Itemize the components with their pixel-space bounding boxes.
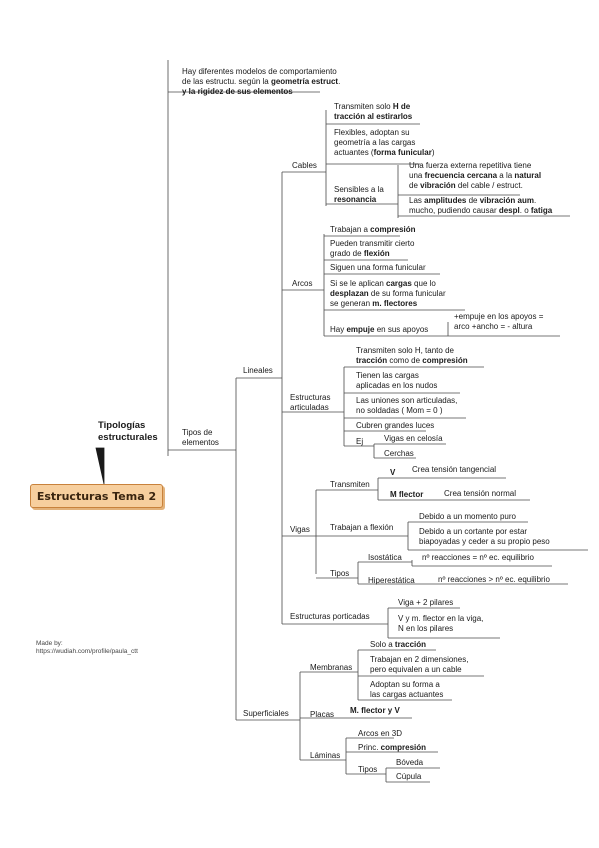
vigas-transmiten[interactable]: Transmiten bbox=[330, 480, 370, 489]
node-intro[interactable]: Hay diferentes modelos de comportamiento… bbox=[182, 67, 341, 96]
membranas-dimensiones[interactable]: Trabajan en 2 dimensiones, pero equivale… bbox=[370, 655, 469, 674]
laminas-compresion[interactable]: Princ. compresión bbox=[358, 743, 427, 752]
node-estructuras-porticadas[interactable]: Estructuras porticadas bbox=[290, 612, 370, 621]
articuladas-ej[interactable]: Ej bbox=[356, 437, 364, 446]
articuladas-item-cargas[interactable]: Tienen las cargas aplicadas en los nudos bbox=[356, 371, 438, 390]
flexion-momento-puro[interactable]: Debido a un momento puro bbox=[419, 512, 516, 521]
arcos-item-compresion[interactable]: Trabajan a compresión bbox=[330, 225, 416, 234]
cables-item-transmiten[interactable]: Transmiten solo H de tracción al estirar… bbox=[334, 102, 413, 121]
made-by-credit: Made by: https://wudiah.com/profile/paul… bbox=[36, 640, 138, 655]
hiperestatica-detalle[interactable]: nº reacciones > nº ec. equilibrio bbox=[438, 575, 550, 584]
tipos-hiperestatica[interactable]: Hiperestática bbox=[368, 576, 415, 585]
articuladas-item-uniones[interactable]: Las uniones son articuladas, no soldadas… bbox=[356, 396, 458, 415]
cables-item-flexibles[interactable]: Flexibles, adoptan su geometría a las ca… bbox=[334, 128, 435, 157]
arcos-empuje-detalle[interactable]: +empuje en los apoyos = arco +ancho = - … bbox=[454, 312, 544, 331]
membranas-traccion[interactable]: Solo a tracción bbox=[370, 640, 427, 649]
porticadas-viga-pilares[interactable]: Viga + 2 pilares bbox=[398, 598, 454, 607]
ej-vigas-celosia[interactable]: Vigas en celosía bbox=[384, 434, 443, 443]
node-vigas[interactable]: Vigas bbox=[290, 525, 310, 534]
arcos-item-cargas[interactable]: Si se le aplican cargas que lo desplazan… bbox=[330, 279, 446, 308]
node-placas[interactable]: Placas bbox=[310, 710, 335, 719]
m-tension-normal[interactable]: Crea tensión normal bbox=[444, 489, 517, 498]
membranas-forma[interactable]: Adoptan su forma a las cargas actuantes bbox=[370, 680, 444, 699]
v-tension-tangencial[interactable]: Crea tensión tangencial bbox=[412, 465, 497, 474]
laminas-tipos[interactable]: Tipos bbox=[358, 765, 378, 774]
node-arcos[interactable]: Arcos bbox=[292, 279, 313, 288]
node-estructuras-articuladas[interactable]: Estructuras articuladas bbox=[290, 393, 331, 412]
laminas-arcos-3d[interactable]: Arcos en 3D bbox=[358, 729, 403, 738]
tipos-isostatica[interactable]: Isostática bbox=[368, 553, 402, 562]
resonancia-frecuencia[interactable]: Una fuerza externa repetitiva tiene una … bbox=[409, 161, 542, 190]
porticadas-esfuerzos[interactable]: V y m. flector en la viga, N en los pila… bbox=[398, 614, 484, 633]
resonancia-amplitudes[interactable]: Las amplitudes de vibración aum. mucho, … bbox=[409, 196, 553, 215]
node-cables[interactable]: Cables bbox=[292, 161, 317, 170]
articuladas-item-transmiten[interactable]: Transmiten solo H, tanto de tracción com… bbox=[356, 346, 468, 365]
laminas-cupula[interactable]: Cúpula bbox=[396, 772, 422, 781]
node-membranas[interactable]: Membranas bbox=[310, 663, 353, 672]
arcos-item-funicular[interactable]: Siguen una forma funicular bbox=[330, 263, 426, 272]
arcos-item-empuje[interactable]: Hay empuje en sus apoyos bbox=[330, 325, 429, 334]
articuladas-item-luces[interactable]: Cubren grandes luces bbox=[356, 421, 435, 430]
transmiten-m-flector[interactable]: M flector bbox=[390, 490, 424, 499]
isostatica-detalle[interactable]: nº reacciones = nº ec. equilibrio bbox=[422, 553, 534, 562]
flexion-cortante[interactable]: Debido a un cortante por estar biapoyada… bbox=[419, 527, 550, 546]
laminas-boveda[interactable]: Bóveda bbox=[396, 758, 424, 767]
vigas-flexion[interactable]: Trabajan a flexión bbox=[330, 523, 394, 532]
placas-flector-v[interactable]: M. flector y V bbox=[350, 706, 400, 715]
node-superficiales[interactable]: Superficiales bbox=[243, 709, 289, 718]
arcos-item-flexion[interactable]: Pueden transmitir cierto grado de flexió… bbox=[330, 239, 415, 258]
node-laminas[interactable]: Láminas bbox=[310, 751, 341, 760]
node-lineales[interactable]: Lineales bbox=[243, 366, 273, 375]
ej-cerchas[interactable]: Cerchas bbox=[384, 449, 414, 458]
cables-item-resonancia[interactable]: Sensibles a la resonancia bbox=[334, 185, 384, 204]
transmiten-v[interactable]: V bbox=[390, 468, 396, 477]
vigas-tipos[interactable]: Tipos bbox=[330, 569, 350, 578]
central-topic[interactable]: Estructuras Tema 2 bbox=[30, 484, 163, 508]
callout-tipologias[interactable]: Tipologías estructurales bbox=[98, 420, 158, 443]
node-tipos-de-elementos[interactable]: Tipos de elementos bbox=[182, 428, 219, 447]
